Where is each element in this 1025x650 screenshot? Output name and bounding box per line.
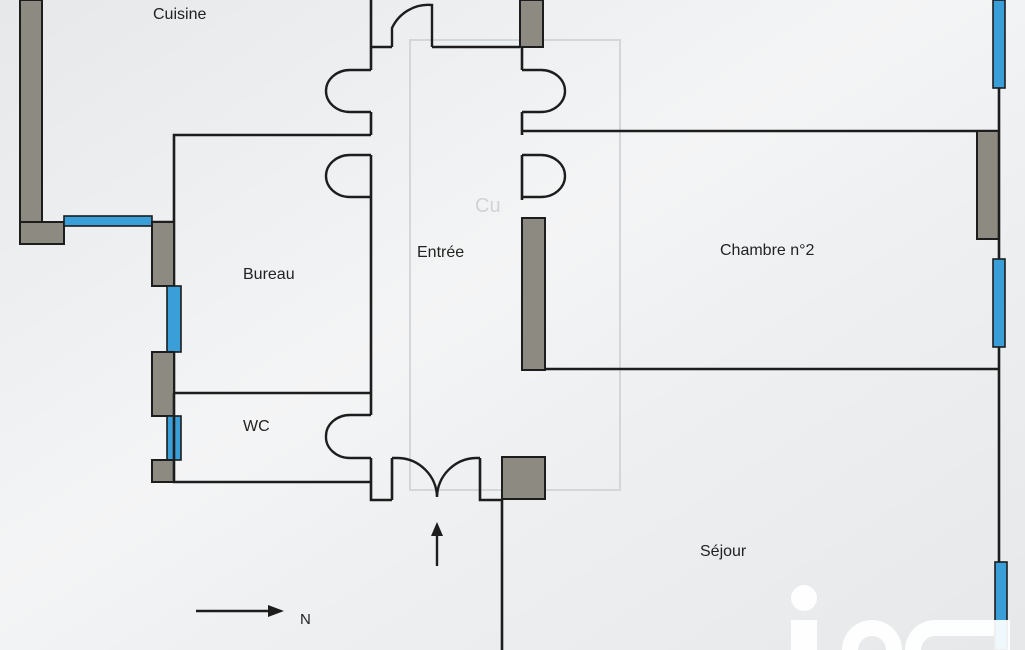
east-window-top	[992, 0, 1006, 89]
kitchen-east-pillar	[519, 0, 544, 48]
kitchen-south-window	[63, 215, 153, 227]
kitchen-west-pillar	[19, 0, 43, 223]
door-swing-wc	[324, 413, 371, 460]
door-swing-kitchen-right	[522, 68, 567, 114]
north-arrow-head	[268, 605, 284, 617]
living-pillar	[501, 456, 546, 500]
office-label: Bureau	[243, 266, 295, 283]
wc-walls	[172, 393, 371, 484]
bedroom-east-pillar	[976, 130, 1000, 240]
watermark-logo	[791, 585, 1010, 650]
door-swing-office	[324, 153, 371, 199]
office-pillar-1	[151, 221, 175, 287]
entrance-arrow-head	[431, 522, 443, 536]
office-pillar-2	[151, 351, 175, 417]
bedroom-label: Chambre n°2	[720, 242, 815, 259]
wc-label: WC	[243, 418, 270, 435]
door-swing-bedroom	[522, 153, 567, 199]
kitchen-label: Cuisine	[153, 6, 206, 23]
north-label: N	[300, 611, 311, 628]
entrance-label: Entrée	[417, 244, 464, 261]
living-label: Séjour	[700, 543, 747, 560]
kitchen-door	[390, 3, 434, 47]
office-window-1	[166, 285, 182, 353]
kitchen-wall	[369, 0, 520, 49]
front-door	[392, 456, 480, 498]
faded-room-label: Cu	[475, 195, 501, 217]
bedroom-walls	[522, 129, 999, 371]
bedroom-west-pillar	[521, 217, 546, 371]
door-swing-kitchen-left	[324, 68, 371, 114]
entrance-west-wall	[369, 47, 502, 502]
kitchen-corner-pillar	[19, 221, 65, 245]
wc-pillar	[151, 459, 175, 483]
bedroom-window	[992, 258, 1006, 348]
